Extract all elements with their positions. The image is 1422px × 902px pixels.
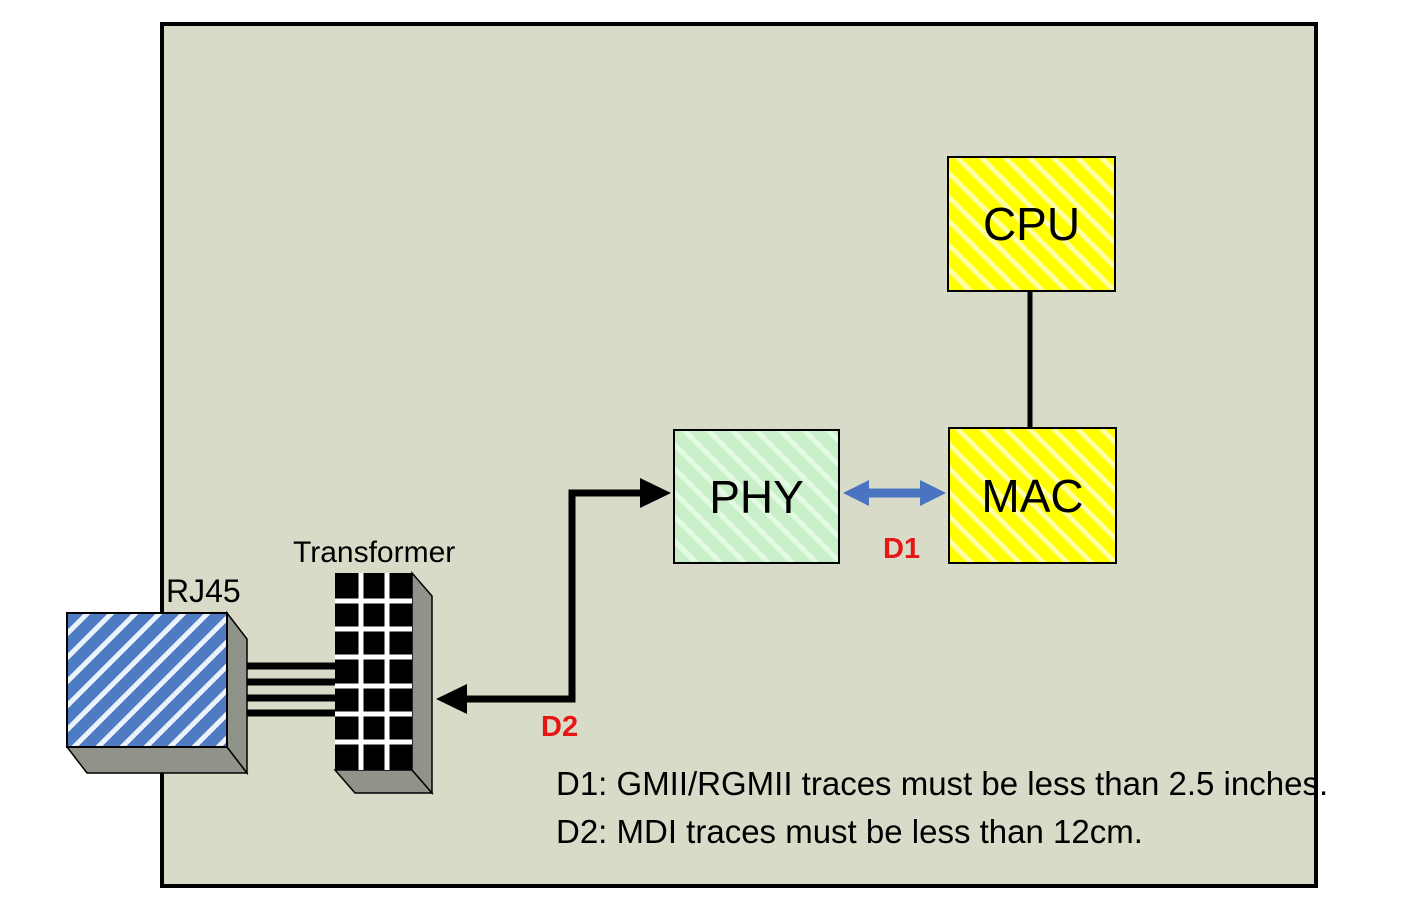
- rj45-label: RJ45: [166, 573, 241, 609]
- cpu-label: CPU: [982, 198, 1081, 250]
- note-d1-rule: D1: GMII/RGMII traces must be less than …: [556, 765, 1329, 802]
- phy-box: PHY: [673, 429, 840, 564]
- transformer-phy-connector: [436, 478, 671, 714]
- cpu-box: CPU: [947, 156, 1116, 292]
- transformer-box: [333, 570, 434, 796]
- note-d2-rule: D2: MDI traces must be less than 12cm.: [556, 813, 1143, 850]
- transformer-label: Transformer: [293, 536, 456, 569]
- rj45-box: [65, 610, 249, 776]
- phy-label: PHY: [709, 470, 804, 523]
- d1-annotation: D1: [883, 533, 921, 565]
- mac-box: MAC: [948, 427, 1117, 564]
- mac-label: MAC: [981, 469, 1084, 522]
- d2-annotation: D2: [541, 711, 579, 743]
- phy-mac-arrow: [843, 480, 946, 506]
- rj45-transformer-wires: [240, 662, 340, 717]
